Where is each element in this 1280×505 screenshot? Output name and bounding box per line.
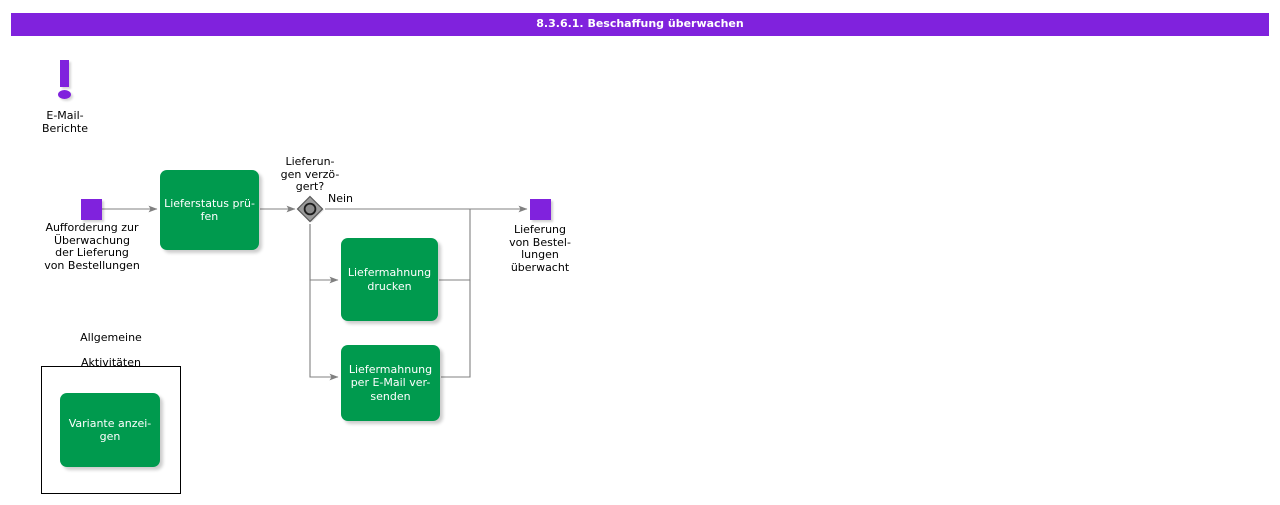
start-event-label: Aufforderung zur Überwachung der Lieferu… — [44, 221, 140, 272]
flow-gateway-to-print — [309, 224, 339, 284]
titlebar: 8.3.6.1. Beschaffung überwachen — [11, 13, 1269, 36]
print-dunning-task[interactable]: Liefermahnung drucken — [341, 238, 438, 321]
start-event[interactable] — [81, 199, 102, 220]
send-dunning-email-task[interactable]: Liefermahnung per E-Mail ver- senden — [341, 345, 440, 421]
end-event[interactable] — [530, 199, 551, 220]
flow-gateway-to-email — [309, 224, 339, 381]
general-activities-title: Allgemeine Aktivitäten — [80, 331, 142, 367]
delivery-delayed-gateway-label: Lieferun- gen verzö- gert? — [280, 155, 340, 194]
show-variant-task[interactable]: Variante anzei- gen — [60, 393, 160, 467]
flow-email-to-join — [441, 280, 471, 378]
exclamation-dot-icon — [58, 90, 71, 99]
delivery-delayed-gateway[interactable] — [295, 194, 325, 224]
end-event-label: Lieferung von Bestel- lungen überwacht — [509, 223, 571, 274]
gateway-diamond-icon — [296, 195, 324, 223]
check-delivery-status-task[interactable]: Lieferstatus prü- fen — [160, 170, 259, 250]
email-report-label: E-Mail- Berichte — [42, 109, 88, 135]
exclamation-icon — [60, 60, 69, 87]
email-report-artifact[interactable] — [55, 60, 75, 100]
page-title: 8.3.6.1. Beschaffung überwachen — [536, 17, 744, 30]
flow-print-to-join — [439, 216, 471, 281]
flow-label-nein: Nein — [328, 192, 354, 205]
